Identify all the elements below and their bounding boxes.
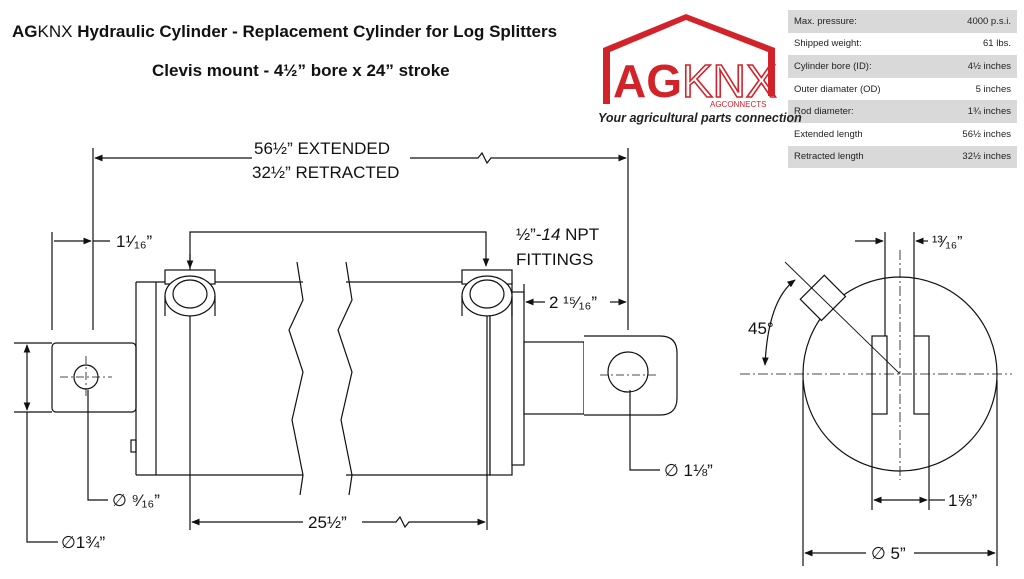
fittings-label: FITTINGS xyxy=(516,250,593,269)
barrel-break-right xyxy=(337,261,353,496)
rod-pin-label: ∅ 1⅛” xyxy=(664,461,713,480)
ret-label: 32½” RETRACTED xyxy=(252,163,399,182)
spec-label: Cylinder bore (ID): xyxy=(788,55,930,78)
ext-label: 56½” EXTENDED xyxy=(254,139,390,158)
spec-value: 32½ inches xyxy=(929,145,1017,169)
base-dia-leader xyxy=(26,412,58,543)
spec-row: Cylinder bore (ID):4½ inches xyxy=(788,55,1017,78)
end-slot-right xyxy=(913,335,930,415)
pin-off-label: 1¹⁄₁₆” xyxy=(116,232,153,251)
spec-row: Outer diamater (OD)5 inches xyxy=(788,77,1017,101)
base-dia-label: ∅1¾” xyxy=(61,533,105,552)
rod-off-label: 2 ¹⁵⁄₁₆” xyxy=(549,293,597,312)
logo-ag: AG xyxy=(613,55,682,107)
spec-label: Rod diameter: xyxy=(788,100,930,123)
spec-row: Max. pressure:4000 p.s.i. xyxy=(788,10,1017,33)
spec-table: Max. pressure:4000 p.s.i.Shipped weight:… xyxy=(788,10,1017,169)
angle-ray xyxy=(784,261,901,375)
npt-leader xyxy=(189,231,490,280)
port-right xyxy=(461,269,513,317)
spec-value: 4000 p.s.i. xyxy=(929,10,1017,33)
spec-label: Shipped weight: xyxy=(788,32,930,56)
pin-hole-label: ∅ ⁹⁄₁₆” xyxy=(112,491,160,510)
slot-w-label: ¹³⁄₁₆” xyxy=(932,234,963,251)
spec-row: Rod diameter:1¾ inches xyxy=(788,100,1017,123)
spec-label: Retracted length xyxy=(788,145,930,169)
rod-pin-hole xyxy=(607,351,649,393)
barn-wall-left xyxy=(603,56,610,104)
span-label: 25½” xyxy=(308,513,347,532)
title-text: Hydraulic Cylinder - Replacement Cylinde… xyxy=(77,22,558,41)
drawing-subtitle: Clevis mount - 4½” bore x 24” stroke xyxy=(152,61,450,80)
logo-tagline: Your agricultural parts connection xyxy=(598,111,802,125)
barn-roof-icon xyxy=(603,14,775,56)
gland-collar xyxy=(511,291,525,466)
spec-value: 56½ inches xyxy=(929,122,1017,146)
slot-span-label: 1⅝” xyxy=(948,491,978,510)
cylinder-end-view: 45° ¹³⁄₁₆” 1⅝” ∅ 5” xyxy=(740,232,1012,566)
port-left xyxy=(164,269,216,317)
spec-value: 1¾ inches xyxy=(929,100,1017,123)
ext-dim-line xyxy=(95,153,626,163)
spec-label: Extended length xyxy=(788,122,930,146)
rod-pin-leader xyxy=(629,390,660,471)
agknx-logo: AG KNX AGCONNECTS Your agricultural part… xyxy=(598,14,802,125)
angle-label: 45° xyxy=(748,319,774,338)
barrel-small-tab xyxy=(130,439,137,453)
spec-value: 61 lbs. xyxy=(929,32,1017,56)
span-dim-line xyxy=(192,517,485,527)
od-label: ∅ 5” xyxy=(871,544,906,563)
npt-label: ½”-14 NPT xyxy=(516,225,599,244)
drawing-title: AGKNX Hydraulic Cylinder - Replacement C… xyxy=(12,22,557,42)
pin-hole-leader xyxy=(87,390,108,501)
piston-rod xyxy=(523,341,585,415)
spec-label: Outer diamater (OD) xyxy=(788,77,930,101)
spec-label: Max. pressure: xyxy=(788,10,930,33)
barrel-break-left xyxy=(288,261,304,496)
brand-thin: KNX xyxy=(37,22,73,41)
angle-arc xyxy=(761,279,796,366)
logo-agconnects: AGCONNECTS xyxy=(710,100,766,109)
spec-value: 4½ inches xyxy=(929,55,1017,78)
spec-value: 5 inches xyxy=(929,77,1017,101)
brand-bold: AG xyxy=(12,22,38,41)
cylinder-side-view: 56½” EXTENDED 32½” RETRACTED 1¹⁄₁₆” ½”-1… xyxy=(14,139,713,552)
logo-knx: KNX xyxy=(682,55,777,107)
end-port-stub xyxy=(799,274,847,322)
end-slot-left xyxy=(871,335,888,415)
spec-row: Shipped weight:61 lbs. xyxy=(788,32,1017,56)
barn-wall-right xyxy=(768,56,775,96)
